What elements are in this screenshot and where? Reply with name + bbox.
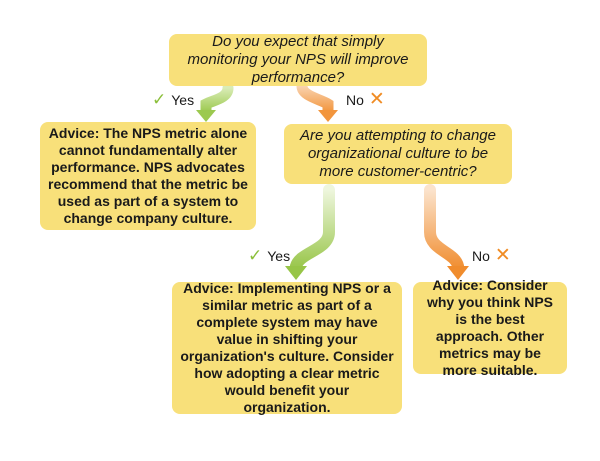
advice-1-box: Advice: The NPS metric alone cannot fund… bbox=[40, 122, 256, 230]
question-1-box: Do you expect that simply monitoring you… bbox=[169, 32, 427, 87]
no-label-2-text: No bbox=[472, 247, 490, 264]
advice-3-text: Advice: Consider why you think NPS is th… bbox=[426, 276, 553, 379]
check-icon: ✓ bbox=[152, 90, 167, 109]
no-arrow-2 bbox=[424, 184, 469, 280]
yes-label-2: ✓ Yes bbox=[248, 246, 290, 266]
question-2-text: Are you attempting to change organizatio… bbox=[300, 126, 496, 181]
advice-3-box: Advice: Consider why you think NPS is th… bbox=[413, 277, 567, 378]
no-label-1: No ✕ bbox=[346, 88, 385, 111]
no-arrow-1 bbox=[296, 80, 338, 122]
no-label-1-text: No bbox=[346, 91, 364, 108]
yes-label-1: ✓ Yes bbox=[152, 90, 194, 110]
cross-icon: ✕ bbox=[368, 89, 385, 110]
yes-label-1-text: Yes bbox=[171, 92, 195, 108]
no-label-2: No ✕ bbox=[472, 244, 511, 267]
question-2-box: Are you attempting to change organizatio… bbox=[284, 124, 512, 184]
yes-arrow-2 bbox=[285, 184, 335, 280]
advice-2-text: Advice: Implementing NPS or a similar me… bbox=[180, 279, 394, 416]
cross-icon: ✕ bbox=[494, 245, 511, 266]
yes-label-2-text: Yes bbox=[267, 248, 291, 264]
advice-1-text: Advice: The NPS metric alone cannot fund… bbox=[48, 124, 248, 227]
advice-2-box: Advice: Implementing NPS or a similar me… bbox=[172, 279, 402, 416]
yes-arrow-1 bbox=[196, 82, 234, 122]
check-icon: ✓ bbox=[248, 246, 263, 265]
question-1-text: Do you expect that simply monitoring you… bbox=[187, 32, 409, 87]
